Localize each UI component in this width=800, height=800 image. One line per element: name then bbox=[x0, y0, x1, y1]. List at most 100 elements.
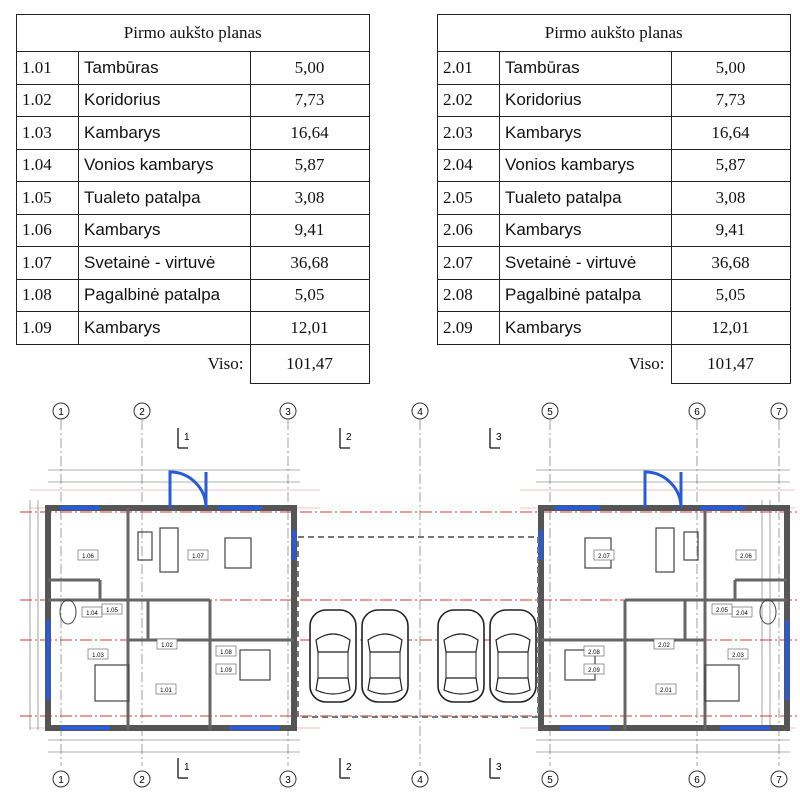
left-bed bbox=[94, 664, 130, 702]
section-label: 1 bbox=[184, 762, 190, 773]
section-label: 2 bbox=[346, 432, 352, 443]
axis-marker bbox=[411, 770, 429, 788]
left-interior-walls bbox=[48, 508, 294, 730]
left-entrance-door bbox=[168, 470, 208, 509]
right-entrance-door bbox=[643, 470, 683, 509]
room-name: Tualeto patalpa bbox=[499, 181, 672, 215]
room-area: 5,00 bbox=[249, 51, 370, 85]
room-tag: 1.02 bbox=[161, 643, 173, 649]
room-number: 2.06 bbox=[437, 213, 500, 247]
furniture bbox=[59, 527, 777, 702]
room-name: Svetainė - virtuvė bbox=[78, 246, 251, 280]
room-name: Pagalbinė patalpa bbox=[78, 278, 251, 312]
section-label: 2 bbox=[346, 762, 352, 773]
room-name: Kambarys bbox=[78, 213, 251, 247]
axis-label: 4 bbox=[417, 775, 423, 786]
room-tag: 2.07 bbox=[598, 554, 610, 560]
room-name: Svetainė - virtuvė bbox=[499, 246, 672, 280]
room-name: Kambarys bbox=[78, 116, 251, 150]
room-number: 2.08 bbox=[437, 278, 500, 312]
room-area: 7,73 bbox=[249, 83, 370, 117]
room-tag: 1.09 bbox=[220, 668, 232, 674]
axis-label: 7 bbox=[776, 407, 782, 418]
room-number: 1.01 bbox=[16, 51, 79, 85]
axis-label: 3 bbox=[285, 775, 291, 786]
room-number: 1.05 bbox=[16, 181, 79, 215]
room-area: 16,64 bbox=[670, 116, 791, 150]
room-name: Kambarys bbox=[499, 311, 672, 345]
room-area: 9,41 bbox=[249, 213, 370, 247]
room-number: 2.05 bbox=[437, 181, 500, 215]
axis-marker bbox=[541, 770, 559, 788]
room-name: Vonios kambarys bbox=[78, 148, 251, 182]
axis-label: 2 bbox=[139, 407, 145, 418]
room-name: Tambūras bbox=[78, 51, 251, 85]
room-number: 1.08 bbox=[16, 278, 79, 312]
axis-marker bbox=[279, 770, 297, 788]
room-number: 1.06 bbox=[16, 213, 79, 247]
room-name: Vonios kambarys bbox=[499, 148, 672, 182]
room-tag: 2.02 bbox=[658, 643, 670, 649]
room-number: 2.09 bbox=[437, 311, 500, 345]
total-value: 101,47 bbox=[249, 343, 370, 384]
section-label: 3 bbox=[496, 432, 502, 443]
car-icon bbox=[489, 609, 537, 703]
axis-label: 4 bbox=[417, 407, 423, 418]
left-house-walls bbox=[45, 505, 297, 731]
room-tag: 1.06 bbox=[82, 554, 94, 560]
total-label: Viso: bbox=[78, 343, 251, 383]
room-name: Kambarys bbox=[499, 213, 672, 247]
room-area: 12,01 bbox=[249, 311, 370, 345]
axis-marker bbox=[688, 402, 706, 420]
room-number: 2.04 bbox=[437, 148, 500, 182]
axis-label: 6 bbox=[694, 407, 700, 418]
room-area: 36,68 bbox=[249, 246, 370, 280]
room-name: Tualeto patalpa bbox=[78, 181, 251, 215]
room-tag: 2.05 bbox=[716, 608, 728, 614]
room-tag: 2.06 bbox=[740, 554, 752, 560]
room-number: 1.09 bbox=[16, 311, 79, 345]
room-name: Koridorius bbox=[78, 83, 251, 117]
carport-outline bbox=[297, 536, 539, 718]
right-interior-walls bbox=[541, 508, 787, 730]
room-number: 2.01 bbox=[437, 51, 500, 85]
car-icon bbox=[437, 609, 485, 703]
room-area: 3,08 bbox=[249, 181, 370, 215]
room-area: 7,73 bbox=[670, 83, 791, 117]
axis-label: 6 bbox=[694, 775, 700, 786]
room-tag: 2.03 bbox=[732, 653, 744, 659]
room-name: Pagalbinė patalpa bbox=[499, 278, 672, 312]
room-tag: 1.04 bbox=[86, 611, 98, 617]
axis-label: 1 bbox=[58, 407, 64, 418]
axis-marker bbox=[688, 770, 706, 788]
room-area: 5,05 bbox=[249, 278, 370, 312]
room-area: 5,87 bbox=[670, 148, 791, 182]
axis-marker bbox=[411, 402, 429, 420]
room-number: 2.02 bbox=[437, 83, 500, 117]
axis-marker bbox=[133, 770, 151, 788]
room-tag: 1.05 bbox=[106, 608, 118, 614]
room-area: 12,01 bbox=[670, 311, 791, 345]
room-tag: 1.07 bbox=[192, 554, 204, 560]
section-label: 1 bbox=[184, 432, 190, 443]
room-number: 2.03 bbox=[437, 116, 500, 150]
room-area: 5,87 bbox=[249, 148, 370, 182]
parked-cars bbox=[309, 609, 537, 703]
building-walls bbox=[45, 470, 790, 731]
room-tag: 2.01 bbox=[660, 688, 672, 694]
